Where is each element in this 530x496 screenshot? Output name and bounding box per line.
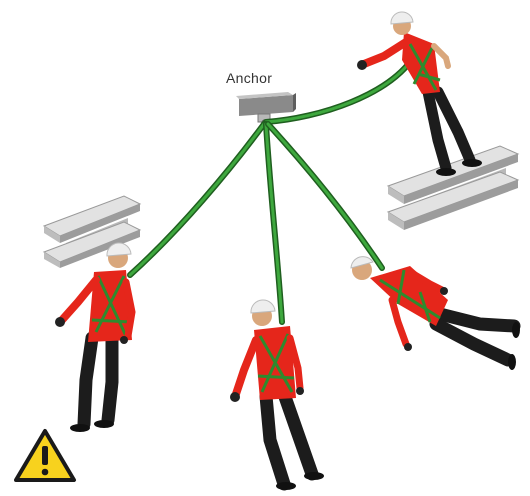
lanyard-right — [268, 124, 382, 268]
warning-triangle-icon — [16, 431, 74, 480]
lanyard-center — [266, 124, 282, 322]
worker-center-icon — [230, 300, 324, 490]
anchor-label: Anchor — [226, 70, 272, 86]
i-beam-right-icon — [388, 146, 518, 230]
worker-left-icon — [55, 243, 132, 432]
worker-right-icon — [351, 257, 520, 370]
worker-standing-icon — [357, 12, 482, 176]
lanyard-left — [130, 124, 264, 275]
